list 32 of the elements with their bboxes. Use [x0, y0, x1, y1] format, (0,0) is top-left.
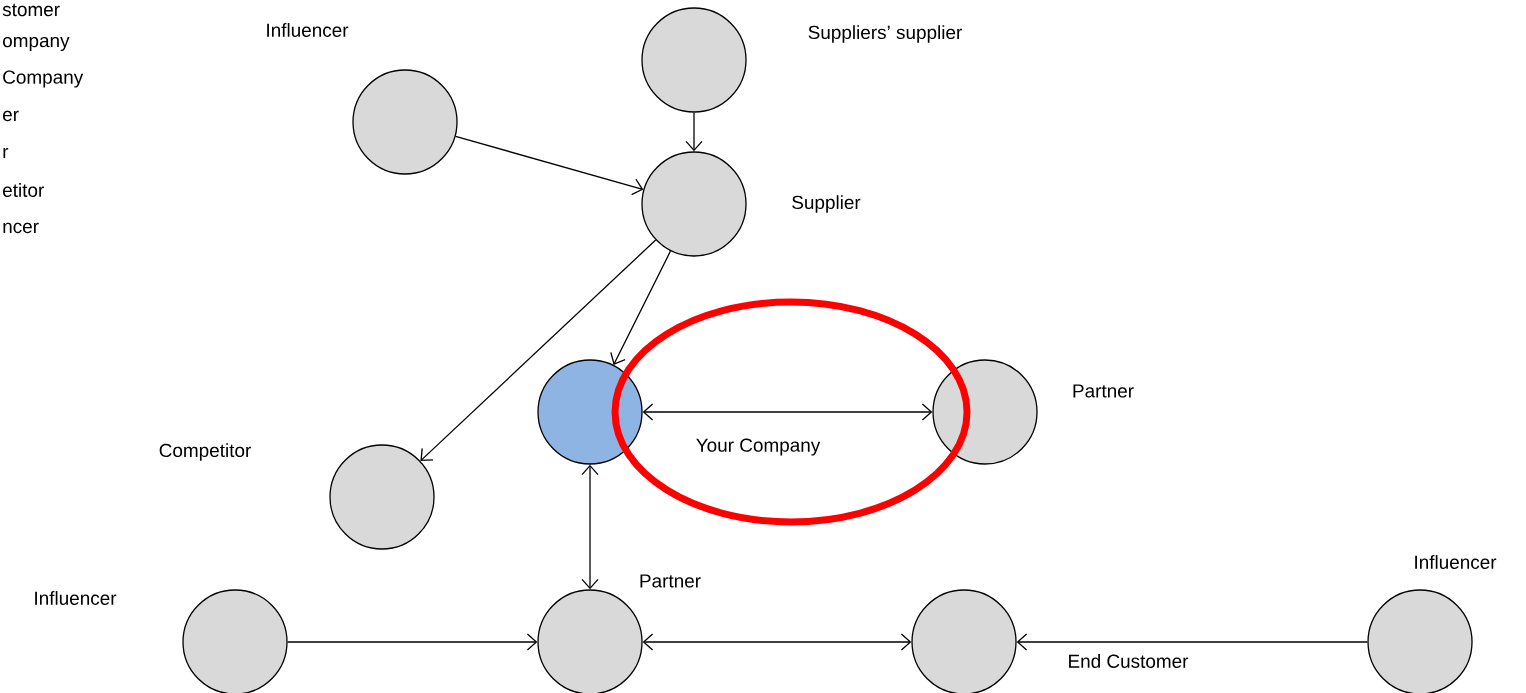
list-text: etitor: [3, 183, 44, 197]
node-label: Influencer: [1415, 555, 1497, 569]
node-label: Supplier: [792, 195, 861, 213]
node-label: Partner: [1073, 384, 1134, 398]
list-text: Company: [3, 70, 84, 88]
circle-node: [537, 359, 643, 465]
arrow: [455, 135, 644, 196]
circle-node: [329, 444, 435, 550]
node-label: Influencer: [35, 591, 117, 605]
node-label: Your Company: [696, 438, 821, 456]
node-label: Partner: [640, 574, 701, 588]
list-text: r: [3, 147, 9, 159]
list-text: stomer: [2, 3, 60, 17]
node-label: Suppliers’ supplier: [808, 25, 962, 43]
list-text: ncer: [3, 222, 39, 234]
arrow: [1016, 633, 1368, 651]
circle-node: [641, 7, 747, 113]
arrow: [610, 250, 672, 365]
arrow: [420, 239, 657, 461]
circle-node: [641, 151, 747, 257]
arrow: [642, 403, 933, 421]
list-text: ompany: [3, 36, 70, 52]
node-label: Influencer: [267, 23, 349, 37]
list-text: er: [3, 110, 19, 122]
arrow: [581, 464, 599, 590]
circle-node: [352, 69, 458, 175]
arrow: [642, 633, 912, 651]
node-label: Competitor: [159, 443, 251, 461]
arrow: [287, 633, 538, 651]
circle-node: [932, 359, 1038, 465]
arrow: [685, 112, 703, 152]
node-label: End Customer: [1069, 654, 1189, 668]
